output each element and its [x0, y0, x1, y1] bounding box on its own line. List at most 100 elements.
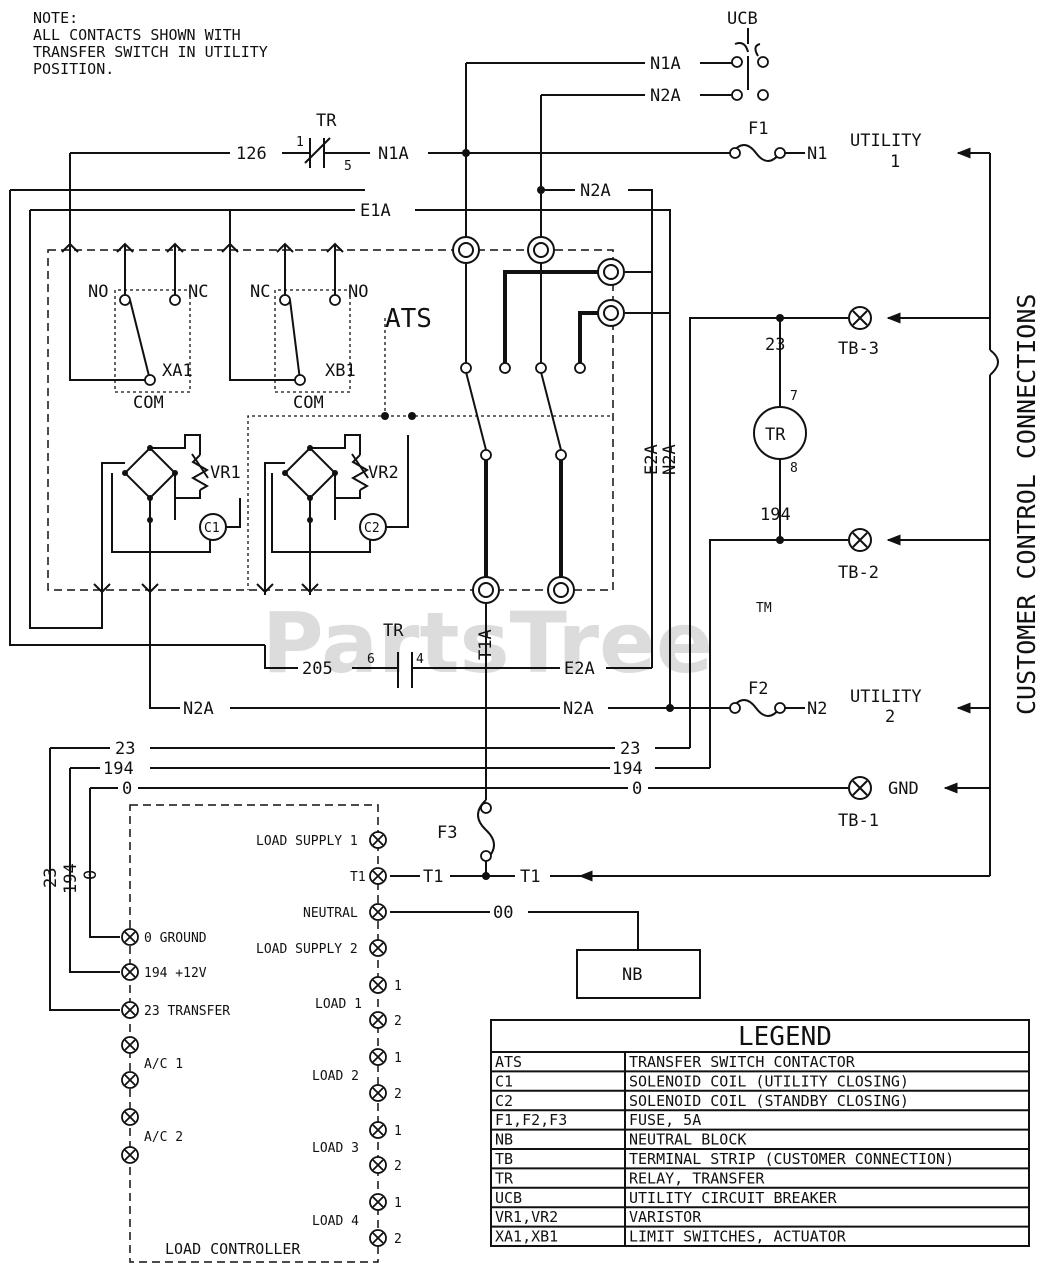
ats-label: ATS: [385, 304, 432, 334]
wire-0-right-label: 0: [632, 779, 642, 799]
pin-ac-2: A/C 2: [144, 1130, 183, 1145]
trademark-symbol: TM: [756, 601, 772, 616]
load-3-pin-1: 1: [394, 1124, 402, 1139]
pin-load-2: LOAD 2: [312, 1069, 359, 1084]
xa1-com-label: COM: [133, 393, 164, 413]
utility-1-label: UTILITY: [850, 131, 922, 151]
wire-205-label: 205: [302, 659, 333, 679]
xb1-nc-label: NC: [250, 282, 270, 302]
tb2-label: TB-2: [838, 563, 879, 583]
wire-23-left-label: 23: [115, 739, 135, 759]
tr-pin-4: 4: [416, 652, 424, 667]
legend-title: LEGEND: [738, 1022, 832, 1052]
legend-description: NEUTRAL BLOCK: [629, 1131, 746, 1149]
e1a-label: E1A: [360, 201, 391, 221]
note-block: NOTE: ALL CONTACTS SHOWN WITH TRANSFER S…: [33, 9, 268, 78]
wire-194-right-label: 194: [612, 759, 643, 779]
vr2-label: VR2: [368, 463, 399, 483]
f3-label: F3: [437, 823, 457, 843]
f1-label: F1: [748, 119, 768, 139]
n2a-right-label: N2A: [580, 181, 611, 201]
legend-code: TR: [495, 1169, 514, 1187]
note-line-1: NOTE:: [33, 9, 78, 27]
pin-t1: T1: [350, 870, 366, 885]
tr-top-label: TR: [316, 111, 337, 131]
wire-194-vertical-label: 194: [61, 863, 81, 894]
load-1-pin-1: 1: [394, 979, 402, 994]
note-line-4: POSITION.: [33, 60, 114, 78]
legend-description: LIMIT SWITCHES, ACTUATOR: [629, 1228, 847, 1246]
legend-code: C1: [495, 1072, 513, 1090]
wire-00-label: 00: [493, 903, 513, 923]
pin-194-12v: 194 +12V: [144, 966, 207, 981]
load-4-pin-1: 1: [394, 1196, 402, 1211]
xb1-label: XB1: [325, 361, 356, 381]
xa1-label: XA1: [162, 361, 193, 381]
tb1-label: TB-1: [838, 811, 879, 831]
ats-main-contacts: [452, 236, 625, 604]
legend-description: SOLENOID COIL (STANDBY CLOSING): [629, 1092, 909, 1110]
utility-1-number: 1: [890, 152, 900, 172]
load-4-pin-2: 2: [394, 1232, 402, 1247]
tr-coil-pin-7: 7: [790, 389, 798, 404]
e2a-vertical-label: E2A: [642, 444, 662, 475]
legend-row: UCB UTILITY CIRCUIT BREAKER: [495, 1189, 838, 1207]
load-controller: LOAD CONTROLLER 0 GROUND 194 +12V 23 TRA…: [121, 804, 402, 1263]
utility-2-label: UTILITY: [850, 687, 922, 707]
legend-code: VR1,VR2: [495, 1208, 558, 1226]
legend-description: VARISTOR: [629, 1208, 702, 1226]
tr-pin-5: 5: [344, 159, 352, 174]
legend-row: ATS TRANSFER SWITCH CONTACTOR: [495, 1053, 856, 1071]
utility-2-number: 2: [885, 707, 895, 727]
legend-row: C2 SOLENOID COIL (STANDBY CLOSING): [495, 1092, 909, 1110]
e2a-bottom-label: E2A: [564, 659, 595, 679]
legend-code: UCB: [495, 1189, 522, 1207]
wire-194-left-label: 194: [103, 759, 134, 779]
wire-126-label: 126: [236, 144, 267, 164]
xa1-no-label: NO: [88, 282, 108, 302]
legend-description: TRANSFER SWITCH CONTACTOR: [629, 1053, 856, 1071]
n2a-lower-left-label: N2A: [183, 699, 214, 719]
transfer-relay-coil: [753, 406, 807, 460]
tr-coil-pin-8: 8: [790, 461, 798, 476]
tb3-terminal: [848, 306, 872, 330]
t1-right-label: T1: [520, 867, 540, 887]
load-controller-title: LOAD CONTROLLER: [165, 1240, 301, 1258]
xa1-nc-label: NC: [188, 282, 208, 302]
pin-load-supply-1: LOAD SUPPLY 1: [256, 834, 358, 849]
wire-0-left-label: 0: [122, 779, 132, 799]
tr-pin-1: 1: [296, 135, 304, 150]
tb1-terminal: [848, 776, 872, 800]
c2-label: C2: [364, 521, 380, 536]
legend-code: ATS: [495, 1053, 522, 1071]
legend-code: XA1,XB1: [495, 1228, 558, 1246]
legend-description: UTILITY CIRCUIT BREAKER: [629, 1189, 838, 1207]
n2a-lower-right-label: N2A: [563, 699, 594, 719]
xb1-no-label: NO: [348, 282, 368, 302]
partstree-watermark: PartsTree: [262, 594, 713, 692]
varistor-vr2-coil-c2: C2 VR2: [264, 434, 409, 595]
t1-left-label: T1: [423, 867, 443, 887]
load-2-pin-1: 1: [394, 1051, 402, 1066]
pin-load-1: LOAD 1: [315, 997, 362, 1012]
ucb-label: UCB: [727, 9, 758, 29]
pin-load-4: LOAD 4: [312, 1214, 359, 1229]
pin-ac-1: A/C 1: [144, 1057, 183, 1072]
customer-control-connections-label: CUSTOMER CONTROL CONNECTIONS: [1012, 294, 1041, 715]
neutral-block: [576, 949, 701, 999]
tr-pin-6: 6: [367, 652, 375, 667]
n2a-top-label: N2A: [650, 86, 681, 106]
pin-neutral: NEUTRAL: [303, 906, 358, 921]
load-1-pin-2: 2: [394, 1014, 402, 1029]
f2-label: F2: [748, 679, 768, 699]
wire-0-vertical-label: 0: [81, 870, 101, 880]
legend-code: C2: [495, 1092, 513, 1110]
t1a-label: T1A: [476, 629, 496, 660]
load-2-pin-2: 2: [394, 1087, 402, 1102]
wire-194-tr-label: 194: [760, 505, 791, 525]
n2a-vertical-label: N2A: [660, 444, 680, 475]
legend-description: SOLENOID COIL (UTILITY CLOSING): [629, 1072, 909, 1090]
